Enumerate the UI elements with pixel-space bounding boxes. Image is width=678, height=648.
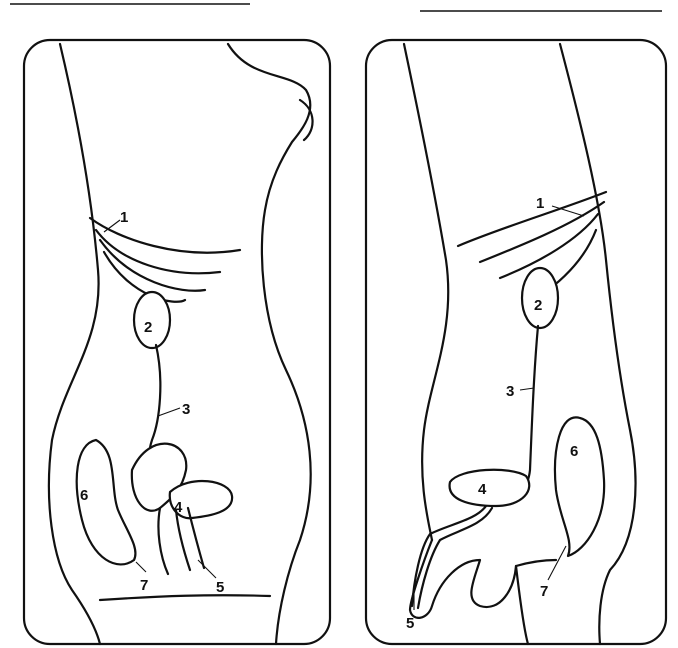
female-panel-frame: [24, 40, 330, 644]
female-label-3: 3: [182, 401, 190, 418]
female-leader-3: [158, 408, 180, 416]
female-label-5: 5: [216, 579, 224, 596]
female-label-1: 1: [120, 209, 128, 226]
female-leader-5: [198, 560, 216, 578]
male-panel: 1 2 3 4 5 6 7: [366, 40, 666, 644]
female-leader-7: [136, 562, 146, 572]
male-urethra: [412, 506, 492, 608]
male-label-5: 5: [406, 615, 414, 632]
female-vagina: [158, 508, 168, 574]
male-label-6: 6: [570, 443, 578, 460]
male-leader-3: [520, 388, 534, 390]
male-label-3: 3: [506, 383, 514, 400]
male-label-2: 2: [534, 297, 542, 314]
female-ribs: [90, 218, 240, 302]
female-body-outline: [49, 44, 313, 644]
female-label-7: 7: [140, 577, 148, 594]
male-body-outline: [404, 44, 635, 644]
male-rectum: [555, 417, 604, 556]
male-label-1: 1: [536, 195, 544, 212]
male-bladder: [450, 470, 530, 506]
female-label-2: 2: [144, 319, 152, 336]
male-leader-7: [548, 546, 566, 580]
male-label-7: 7: [540, 583, 548, 600]
female-panel: 1 2 3 4 5 6 7: [24, 40, 330, 644]
female-label-4: 4: [174, 499, 183, 516]
female-label-6: 6: [80, 487, 88, 504]
male-label-4: 4: [478, 481, 487, 498]
